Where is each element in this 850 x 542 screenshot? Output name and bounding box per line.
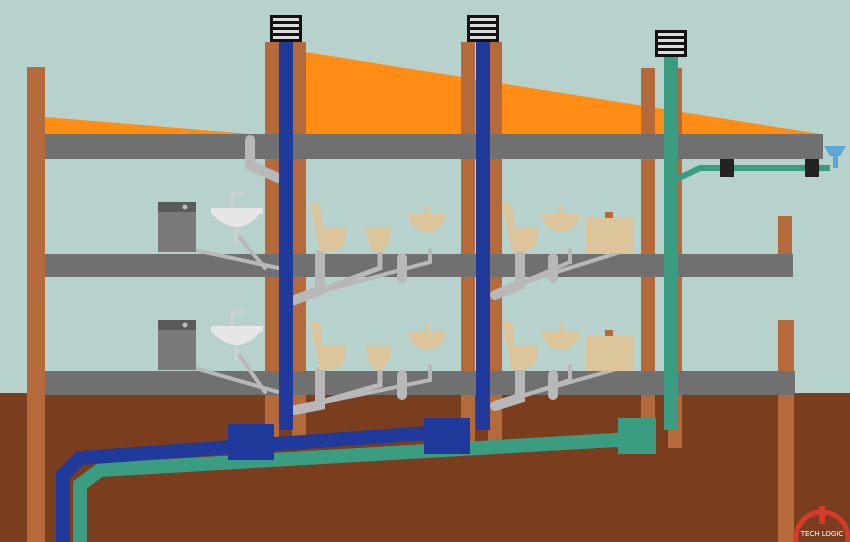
blue-junction-box-right (424, 418, 470, 454)
floor-beam-top (45, 134, 823, 159)
logo-text: TECH LOGIC (800, 530, 844, 538)
sink-icon (211, 192, 263, 244)
bidet-icon (366, 228, 392, 252)
washing-machine-icon-2 (158, 320, 196, 370)
vent-cap-middle (467, 15, 499, 42)
gutter-downpipe (833, 156, 838, 168)
green-vent-system (73, 57, 830, 542)
wood-post-right-lower (778, 320, 794, 542)
roof-bracket-2 (805, 159, 819, 177)
toilet-icon-4 (502, 321, 538, 370)
cabinet-icon (585, 212, 633, 253)
roof-bracket-1 (720, 159, 734, 177)
fixtures-middle-floor (158, 192, 633, 253)
vent-cap-right (655, 30, 687, 57)
tech-logic-logo: TECH LOGIC (793, 506, 850, 542)
green-junction-box (618, 418, 656, 454)
cabinet-icon-2 (585, 330, 633, 371)
washbasin-icon (408, 206, 446, 232)
bidet-icon-2 (366, 346, 392, 370)
toilet-icon-2 (502, 203, 538, 252)
washing-machine-icon (158, 202, 196, 252)
vent-cap-left (270, 15, 302, 42)
roof-right (305, 52, 820, 134)
washbasin-icon-3 (408, 324, 446, 350)
roof-left (45, 117, 250, 134)
branch-drains (193, 135, 622, 415)
washbasin-icon-4 (542, 324, 580, 350)
wood-post-left (27, 67, 45, 542)
washbasin-icon-2 (542, 206, 580, 232)
wood-post-right-upper (778, 216, 792, 258)
blue-stacks (56, 42, 490, 542)
roof-gutter (824, 146, 846, 156)
fixtures-bottom-floor (158, 310, 633, 371)
sink-icon-2 (211, 310, 263, 362)
blue-junction-box-left (228, 424, 274, 460)
toilet-icon (310, 203, 346, 252)
toilet-icon-3 (310, 321, 346, 370)
